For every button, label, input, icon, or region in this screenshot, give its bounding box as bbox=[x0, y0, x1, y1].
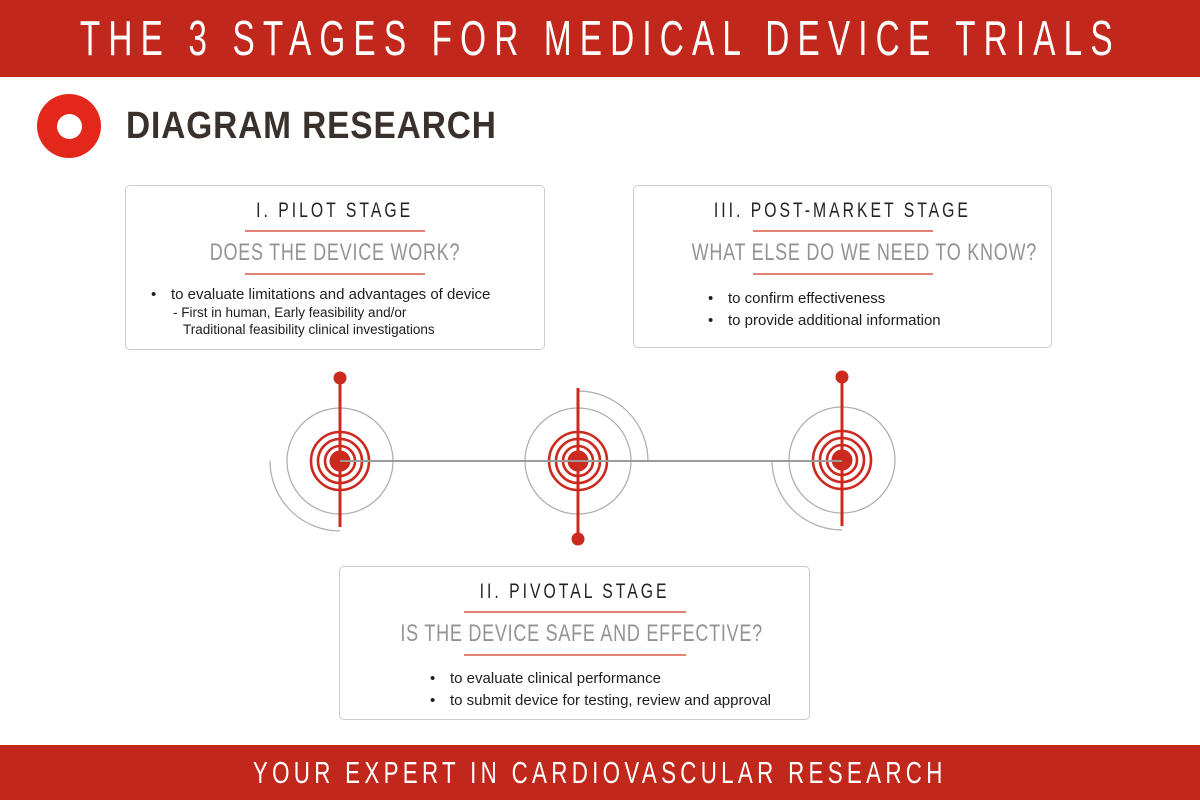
target-arc bbox=[771, 459, 843, 531]
bullet-item: • to evaluate limitations and advantages… bbox=[151, 285, 544, 338]
bullet-text: to confirm effectiveness bbox=[728, 290, 886, 307]
target-arc bbox=[577, 390, 649, 462]
target-ring bbox=[811, 429, 873, 491]
stage-title: II. PIVOTAL STAGE bbox=[479, 580, 670, 603]
bullet-text: to provide additional information bbox=[728, 312, 941, 329]
stage-question: DOES THE DEVICE WORK? bbox=[209, 239, 461, 266]
header-title: THE 3 STAGES FOR MEDICAL DEVICE TRIALS bbox=[79, 11, 1121, 66]
logo-hole bbox=[56, 114, 82, 139]
stage-card-pilot: I. PILOT STAGE DOES THE DEVICE WORK? • t… bbox=[125, 185, 545, 350]
header-banner: THE 3 STAGES FOR MEDICAL DEVICE TRIALS bbox=[0, 0, 1200, 77]
bullet-subitem: Traditional feasibility clinical investi… bbox=[183, 321, 435, 337]
bullet-subitem: - First in human, Early feasibility and/… bbox=[173, 305, 407, 320]
brand-name: DIAGRAM RESEARCH bbox=[126, 104, 497, 147]
target-ring bbox=[554, 437, 602, 485]
target-ring bbox=[547, 430, 609, 492]
bullet-marker: • bbox=[708, 312, 714, 329]
bullet-text: to submit device for testing, review and… bbox=[450, 692, 771, 709]
bullet-item: • to evaluate clinical performance bbox=[430, 668, 809, 690]
title-underline bbox=[245, 230, 425, 232]
target-pin-dot bbox=[333, 371, 347, 385]
target-ring bbox=[323, 444, 357, 478]
stage-question: WHAT ELSE DO WE NEED TO KNOW? bbox=[691, 239, 1038, 266]
bullet-item: • to submit device for testing, review a… bbox=[430, 690, 809, 712]
question-underline bbox=[752, 273, 933, 275]
stage-card-pivotal: II. PIVOTAL STAGE IS THE DEVICE SAFE AND… bbox=[339, 566, 810, 720]
target-center-dot bbox=[831, 449, 853, 471]
bullet-list: • to evaluate clinical performance • to … bbox=[340, 668, 809, 712]
bullet-marker: • bbox=[430, 692, 436, 709]
stage-question: IS THE DEVICE SAFE AND EFFECTIVE? bbox=[400, 620, 763, 647]
bullet-list: • to confirm effectiveness • to provide … bbox=[634, 288, 1051, 332]
target-outer-circle bbox=[524, 407, 632, 515]
stage-title: III. POST-MARKET STAGE bbox=[713, 199, 972, 222]
bullet-item: • to provide additional information bbox=[708, 310, 1051, 332]
title-underline bbox=[463, 611, 686, 613]
target-pin-dot bbox=[571, 532, 585, 546]
target-icon-pilot bbox=[269, 371, 394, 532]
brand-logo-icon bbox=[37, 94, 101, 158]
target-ring bbox=[825, 443, 859, 477]
title-underline bbox=[752, 230, 933, 232]
target-icon-postmarket bbox=[771, 370, 896, 531]
target-ring bbox=[309, 430, 371, 492]
target-icon-pivotal bbox=[524, 388, 649, 546]
target-pin-dot bbox=[835, 370, 849, 384]
target-center-dot bbox=[567, 450, 589, 472]
target-outer-circle bbox=[788, 406, 896, 514]
bullet-item: • to confirm effectiveness bbox=[708, 288, 1051, 310]
target-ring bbox=[818, 436, 866, 484]
stage-card-postmarket: III. POST-MARKET STAGE WHAT ELSE DO WE N… bbox=[633, 185, 1052, 348]
bullet-marker: • bbox=[151, 286, 157, 303]
target-arc bbox=[269, 460, 341, 532]
question-underline bbox=[245, 273, 425, 275]
target-outer-circle bbox=[286, 407, 394, 515]
question-underline bbox=[463, 654, 686, 656]
target-center-dot bbox=[329, 450, 351, 472]
bullet-text: to evaluate clinical performance bbox=[450, 670, 661, 687]
target-ring bbox=[316, 437, 364, 485]
target-ring bbox=[561, 444, 595, 478]
bullet-marker: • bbox=[708, 290, 714, 307]
bullet-text: to evaluate limitations and advantages o… bbox=[171, 286, 491, 303]
stage-title: I. PILOT STAGE bbox=[256, 199, 414, 222]
footer-banner: YOUR EXPERT IN CARDIOVASCULAR RESEARCH bbox=[0, 745, 1200, 800]
bullet-list: • to evaluate limitations and advantages… bbox=[126, 285, 544, 338]
footer-text: YOUR EXPERT IN CARDIOVASCULAR RESEARCH bbox=[253, 754, 947, 790]
bullet-marker: • bbox=[430, 670, 436, 687]
